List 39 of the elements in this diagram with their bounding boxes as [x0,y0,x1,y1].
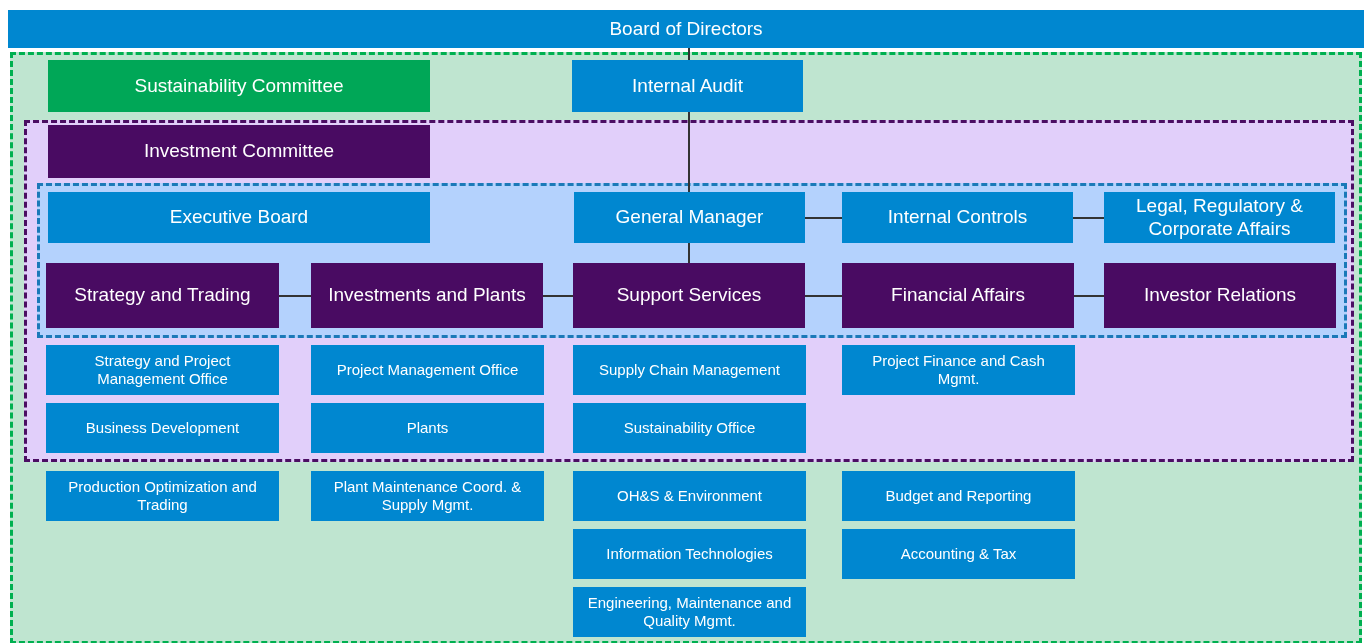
committee-box: Sustainability Committee [48,60,430,112]
connector-line [542,295,574,297]
connector-line [688,111,690,193]
connector-line [804,217,843,219]
dashed-group-frame [24,120,1354,462]
connector-line [1072,217,1105,219]
department-box: Business Development [46,403,279,453]
division-box: Investment Committee [48,125,430,178]
connector-line [688,47,690,61]
department-box: Information Technologies [573,529,806,579]
division-box: Strategy and Trading [46,263,279,328]
board-bar: Board of Directors [8,10,1364,48]
department-box: Strategy and Project Management Office [46,345,279,395]
connector-line [688,242,690,264]
division-box: Support Services [573,263,805,328]
department-box: Plant Maintenance Coord. & Supply Mgmt. [311,471,544,521]
department-box: Project Management Office [311,345,544,395]
connector-line [1073,295,1105,297]
department-box: Supply Chain Management [573,345,806,395]
department-box: Engineering, Maintenance and Quality Mgmt. [573,587,806,637]
department-box: Project Finance and Cash Mgmt. [842,345,1075,395]
division-box: Investor Relations [1104,263,1336,328]
department-box: OH&S & Environment [573,471,806,521]
unit-box: Executive Board [48,192,430,243]
unit-box: Internal Audit [572,60,803,112]
department-box: Accounting & Tax [842,529,1075,579]
division-box: Financial Affairs [842,263,1074,328]
department-box: Budget and Reporting [842,471,1075,521]
connector-line [278,295,312,297]
division-box: Investments and Plants [311,263,543,328]
department-box: Sustainability Office [573,403,806,453]
dashed-group-frame [37,183,1347,338]
department-box: Production Optimization and Trading [46,471,279,521]
department-box: Plants [311,403,544,453]
unit-box: General Manager [574,192,805,243]
connector-line [804,295,843,297]
unit-box: Legal, Regulatory & Corporate Affairs [1104,192,1335,243]
dashed-group-frame [10,52,1362,643]
unit-box: Internal Controls [842,192,1073,243]
